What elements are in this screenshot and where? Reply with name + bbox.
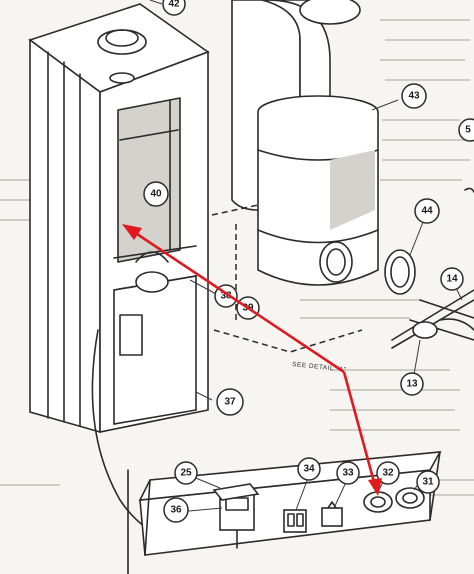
faded-background-text	[0, 19, 474, 496]
right-side-parts	[391, 187, 474, 349]
callout-37: 37	[216, 388, 244, 416]
red-arrow-to-32	[342, 371, 376, 483]
red-arrow-to-40	[133, 230, 345, 374]
callout-33-label: 33	[342, 468, 354, 479]
callout-40-label: 40	[150, 189, 162, 200]
callout-34: 34	[297, 457, 321, 481]
furnace-cabinet	[28, 3, 210, 434]
callout-25: 25	[174, 461, 198, 485]
callout-40: 40	[143, 181, 169, 207]
gasket-rings	[319, 241, 416, 295]
callout-14: 14	[440, 267, 464, 291]
callout-13-label: 13	[406, 379, 418, 390]
callout-31: 31	[416, 470, 440, 494]
callout-14-label: 14	[446, 274, 458, 285]
callout-5: 5	[458, 118, 474, 142]
callout-36-label: 36	[170, 505, 182, 516]
callout-25-label: 25	[180, 468, 192, 479]
callout-44: 44	[414, 198, 440, 224]
callout-33: 33	[336, 461, 360, 485]
red-arrow-head-40	[122, 224, 142, 240]
callout-38-label: 38	[220, 291, 232, 302]
callout-37-label: 37	[224, 397, 236, 408]
callout-5-label: 5	[465, 125, 471, 136]
callout-34-label: 34	[303, 464, 315, 475]
callout-32-label: 32	[382, 468, 394, 479]
callout-44-label: 44	[421, 206, 433, 217]
callout-43: 43	[401, 83, 427, 109]
callout-32: 32	[376, 461, 400, 485]
callout-42: 42	[162, 0, 186, 16]
vent-hood-assembly	[231, 0, 379, 286]
callout-31-label: 31	[422, 477, 434, 488]
dashed-leaders	[211, 204, 363, 353]
callout-43-label: 43	[408, 91, 420, 102]
callout-42-label: 42	[168, 0, 180, 10]
control-panel-detail	[138, 451, 442, 556]
red-arrow-icon	[122, 224, 382, 496]
callout-13: 13	[400, 372, 424, 396]
callout-36: 36	[163, 497, 189, 523]
red-arrow-head-32	[368, 478, 382, 496]
